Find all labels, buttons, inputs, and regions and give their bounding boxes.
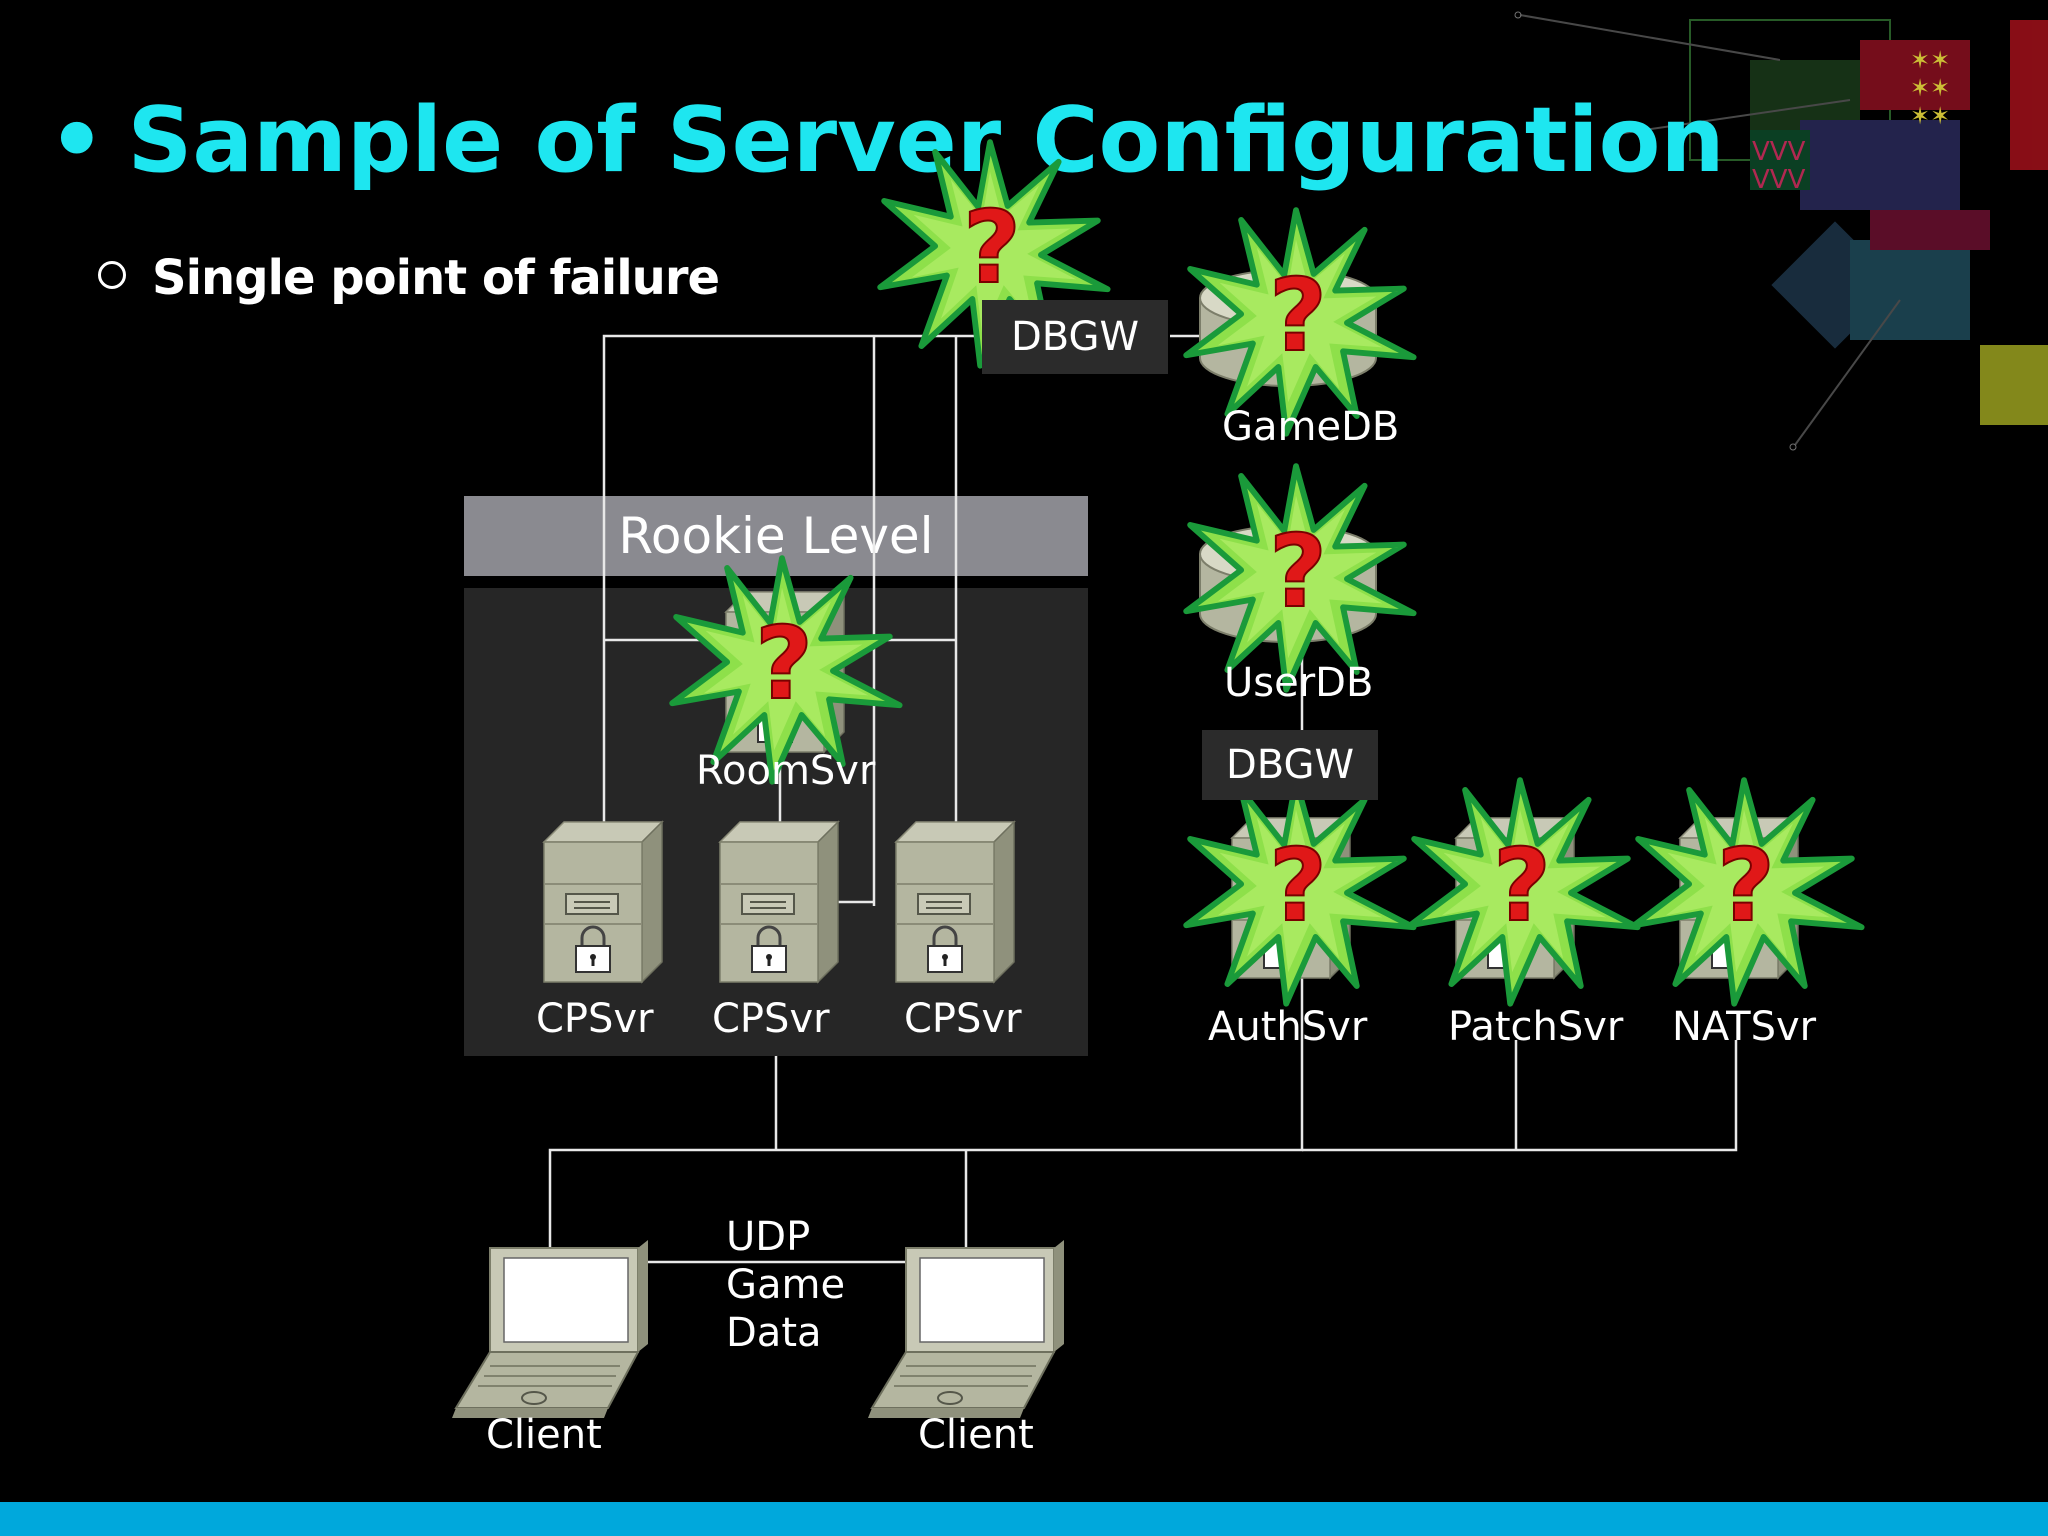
udp-label-line-2: Game [726,1262,846,1308]
title-bullet: • [48,88,106,193]
svg-text:VVV: VVV [1752,165,1806,195]
client-1-laptop-icon [451,1239,649,1419]
udp-label-line-3: Data [726,1310,822,1356]
dbgw-mid-box: DBGW [1202,730,1378,800]
cpsvr-2-icon [718,820,840,984]
svg-text:?: ? [755,605,813,722]
slide-title: •Sample of Server Configuration [48,88,1725,193]
failure-burst-authsvr: ? [1186,780,1413,1003]
cpsvr-2-label: CPSvr [712,996,830,1042]
failure-burst-roomsvr: ? [672,558,899,781]
failure-burst-natsvr: ? [1634,780,1861,1003]
failure-burst-userdb: ? [1186,466,1413,689]
cpsvr-1-icon [542,820,664,984]
dbgw-mid-label: DBGW [1225,742,1355,788]
dbgw-top-label: DBGW [1010,314,1140,360]
cpsvr-1-label: CPSvr [536,996,654,1042]
dbgw-top-box: DBGW [982,300,1168,374]
gamedb-label: GameDB [1222,404,1400,450]
cpsvr-3-label: CPSvr [904,996,1022,1042]
client-1-label: Client [486,1412,602,1458]
connection-lines [548,334,1738,1264]
svg-text:✶✶: ✶✶ [1910,46,1950,74]
cpsvr-3-icon [894,820,1016,984]
svg-text:✶✶: ✶✶ [1910,102,1950,130]
failure-burst-gamedb: ? [1186,210,1413,433]
client-2-label: Client [918,1412,1034,1458]
roomsvr-label: RoomSvr [696,748,876,794]
svg-text:?: ? [1269,257,1327,374]
udp-label-line-1: UDP [726,1214,811,1260]
authsvr-label: AuthSvr [1208,1004,1368,1050]
svg-text:?: ? [1493,827,1551,944]
patchsvr-label: PatchSvr [1448,1004,1624,1050]
svg-text:VVV: VVV [1752,137,1806,167]
title-text: Sample of Server Configuration [127,88,1725,193]
svg-text:?: ? [963,189,1021,306]
failure-burst-patchsvr: ? [1410,780,1637,1003]
client-2-laptop-icon [867,1239,1065,1419]
subtitle: Single point of failure [98,250,720,306]
failure-burst-dbgw-top: ? [880,142,1107,365]
rookie-level-header: Rookie Level [464,496,1088,576]
svg-text:✶✶: ✶✶ [1910,74,1950,102]
svg-text:?: ? [1717,827,1775,944]
bottom-accent-bar [0,1502,2048,1536]
rookie-level-label: Rookie Level [618,507,934,565]
natsvr-label: NATSvr [1672,1004,1817,1050]
svg-text:?: ? [1269,827,1327,944]
subtitle-bullet [98,261,126,289]
subtitle-text: Single point of failure [152,250,720,306]
svg-text:?: ? [1269,513,1327,630]
userdb-label: UserDB [1224,660,1374,706]
